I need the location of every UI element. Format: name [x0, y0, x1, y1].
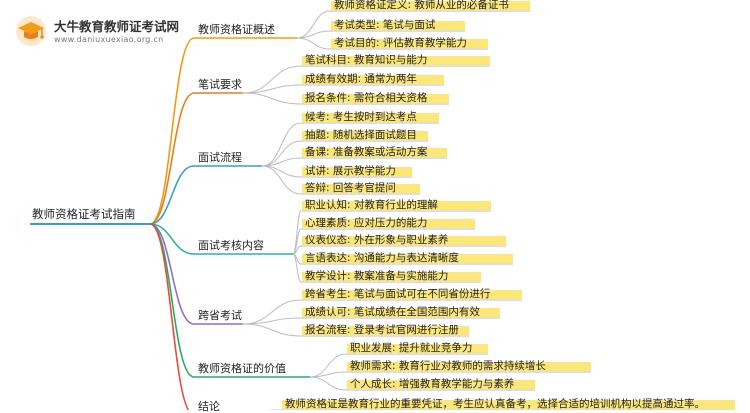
leaf-highlight: [302, 184, 420, 193]
leaf-highlight: [302, 94, 449, 103]
leaf-highlight: [302, 75, 444, 84]
branch-connector: [149, 37, 195, 225]
leaf-connector: [242, 92, 302, 105]
leaf-node-label[interactable]: 备课: 准备教案或活动方案: [305, 146, 428, 158]
branch-node-label[interactable]: 结论: [198, 400, 220, 413]
leaf-highlight: [302, 219, 475, 228]
leaf-highlight: [331, 39, 488, 48]
leaf-connector: [309, 376, 347, 391]
leaf-node-label[interactable]: 仪表仪态: 外在形象与职业素养: [305, 234, 449, 246]
leaf-connector: [292, 210, 302, 255]
leaf-connector: [261, 165, 302, 178]
branch-node-label[interactable]: 面试流程: [198, 151, 242, 164]
leaf-node-label[interactable]: 职业认知: 对教育行业的理解: [305, 199, 438, 211]
branch-node-label[interactable]: 跨省考试: [198, 309, 242, 322]
leaf-highlight: [302, 236, 506, 245]
site-name: 大牛教育教师证考试网: [54, 19, 180, 34]
leaf-node-label[interactable]: 教学设计: 教案准备与实施能力: [305, 270, 449, 282]
leaf-node-label[interactable]: 考试类型: 笔试与面试: [334, 19, 436, 31]
leaf-highlight: [302, 290, 522, 299]
leaf-node-label[interactable]: 教师需求: 教育行业对教师的需求持续增长: [350, 360, 546, 372]
leaf-highlight: [282, 400, 735, 409]
leaf-node-label[interactable]: 跨省考生: 笔试与面试可在不同省份进行: [305, 288, 491, 300]
branch-node-label[interactable]: 面试考核内容: [198, 239, 264, 252]
leaf-connector: [242, 323, 302, 337]
leaf-connector: [261, 122, 302, 167]
branch-connector: [149, 165, 195, 225]
leaf-node-label[interactable]: 考试目的: 评估教育教学能力: [334, 37, 467, 49]
leaf-node-label[interactable]: 成绩认可: 笔试成绩在全国范围内有效: [305, 306, 480, 318]
branch-connector: [149, 223, 190, 410]
leaf-highlight: [302, 308, 500, 317]
root-node-label[interactable]: 教师资格证考试指南: [32, 207, 136, 221]
leaf-highlight: [331, 1, 530, 10]
branch-connector: [149, 223, 195, 378]
leaf-connector: [292, 253, 302, 283]
leaf-node-label[interactable]: 报名条件: 需符合相关资格: [305, 92, 428, 104]
leaf-highlight: [347, 380, 535, 389]
leaf-highlight: [347, 344, 488, 353]
site-logo[interactable]: 大牛教育教师证考试网 www.daniuxuexiao.org.cn: [14, 14, 204, 50]
leaf-node-label[interactable]: 职业发展: 提升就业竞争力: [350, 342, 473, 354]
branch-connector: [149, 223, 195, 255]
leaf-highlight: [302, 272, 481, 281]
leaf-highlight: [302, 326, 469, 335]
leaf-node-label[interactable]: 抽题: 随机选择面试题目: [305, 129, 417, 141]
leaf-connector: [242, 299, 302, 325]
leaf-highlight: [302, 167, 412, 176]
leaf-connector: [261, 165, 302, 195]
leaf-highlight: [302, 148, 447, 157]
leaf-node-label[interactable]: 笔试科目: 教育知识与能力: [305, 54, 428, 66]
leaf-connector: [309, 353, 347, 378]
site-url[interactable]: www.daniuxuexiao.org.cn: [54, 35, 164, 44]
branch-connector: [149, 92, 195, 225]
branch-node-label[interactable]: 笔试要求: [198, 78, 242, 91]
leaf-highlight: [302, 131, 428, 140]
leaf-highlight: [347, 362, 591, 371]
leaf-node-label[interactable]: 报名流程: 登录考试官网进行注册: [305, 324, 459, 336]
leaf-node-label[interactable]: 个人成长: 增强教育教学能力与素养: [350, 378, 515, 390]
branch-node-label[interactable]: 教师资格证概述: [198, 23, 275, 36]
leaf-node-label[interactable]: 候考: 考生按时到达考点: [305, 111, 417, 123]
leaf-node-label[interactable]: 教师资格证定义: 教师从业的必备证书: [334, 0, 509, 11]
leaf-connector: [296, 37, 331, 50]
leaf-highlight: [302, 201, 491, 210]
leaf-highlight: [302, 56, 490, 65]
leaf-node-label[interactable]: 答辩: 回答考官提问: [305, 182, 396, 194]
graduation-cap-icon: [16, 16, 46, 46]
leaf-node-label[interactable]: 成绩有效期: 通常为两年: [305, 73, 417, 85]
leaf-connector: [261, 140, 302, 167]
leaf-node-label[interactable]: 心理素质: 应对压力的能力: [305, 217, 428, 229]
leaf-node-label[interactable]: 教师资格证是教育行业的重要凭证，考生应认真备考，选择合适的培训机构以提高通过率。: [285, 398, 705, 410]
branch-node-label[interactable]: 教师资格证的价值: [198, 362, 286, 375]
branch-connector: [149, 223, 195, 325]
leaf-node-label[interactable]: 言语表达: 沟通能力与表达清晰度: [305, 252, 459, 264]
leaf-highlight: [302, 113, 439, 122]
leaf-highlight: [331, 21, 465, 30]
leaf-highlight: [302, 254, 513, 263]
leaf-connector: [296, 10, 331, 39]
leaf-node-label[interactable]: 试讲: 展示教学能力: [305, 165, 396, 177]
